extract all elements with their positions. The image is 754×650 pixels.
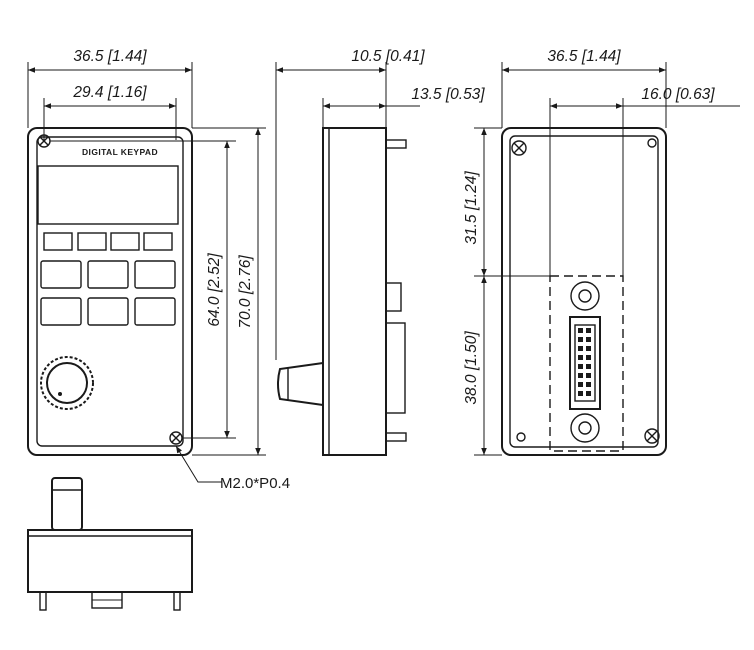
screw-icon-rear-top-left	[511, 140, 527, 156]
side-body-depth-dim: 13.5 [0.53]	[411, 86, 485, 103]
hole-icon-rear-top-right	[647, 138, 657, 148]
hole-icon-rear-bottom-left	[516, 432, 526, 442]
connector-region	[549, 275, 624, 452]
rear-lower-height-dim: 38.0 [1.50]	[463, 331, 480, 405]
screw-callout: M2.0*P0.4	[220, 475, 290, 492]
screw-icon-rear-bottom-right	[644, 428, 660, 444]
large-keys-grid	[40, 260, 176, 326]
front-hole-width-dim: 29.4 [1.16]	[72, 84, 147, 101]
front-height-dim: 70.0 [2.76]	[237, 255, 254, 329]
display-window	[37, 165, 179, 225]
side-depth-dim: 10.5 [0.41]	[351, 48, 425, 65]
rear-upper-height-dim: 31.5 [1.24]	[463, 171, 480, 245]
screw-icon-bottom-right	[169, 431, 183, 445]
small-keys-row	[43, 232, 173, 251]
rear-width-dim: 36.5 [1.44]	[547, 48, 621, 65]
front-hole-height-dim: 64.0 [2.52]	[206, 253, 223, 327]
side-view: 10.5 [0.41] 13.5 [0.53]	[275, 48, 485, 456]
rotary-knob-icon	[40, 356, 94, 410]
boss-icon-top	[570, 281, 600, 311]
keypad-label: DIGITAL KEYPAD	[82, 147, 158, 157]
front-width-dim: 36.5 [1.44]	[73, 48, 147, 65]
rear-view: 36.5 [1.44] 16.0 [0.63] 31.5 [1.24] 38.0…	[463, 48, 740, 456]
rear-connector-offset-dim: 16.0 [0.63]	[641, 86, 715, 103]
boss-icon-bottom	[570, 413, 600, 443]
front-view: DIGITAL KEYPAD	[27, 48, 290, 492]
bottom-view	[27, 477, 193, 611]
connector-icon	[569, 316, 601, 410]
